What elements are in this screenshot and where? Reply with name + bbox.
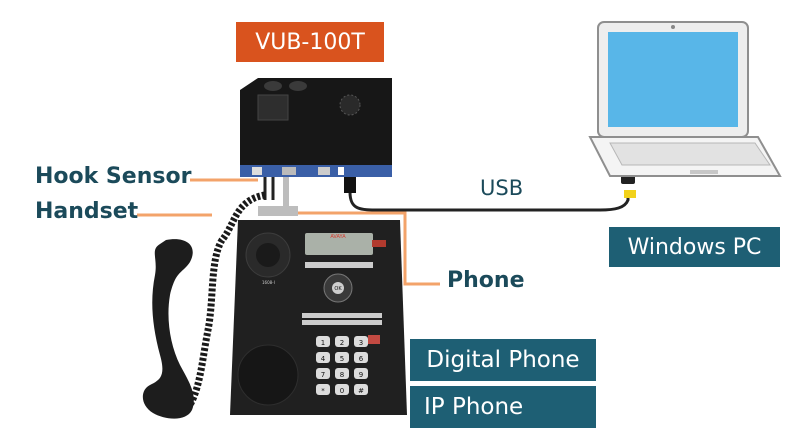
keypad-key-label: *: [321, 387, 325, 395]
phone-label: Phone: [447, 268, 524, 293]
keypad-key-label: 9: [359, 371, 363, 379]
device-cables: [258, 177, 356, 216]
keypad-key: 6: [354, 352, 368, 363]
phone-type-ip: IP Phone: [410, 386, 596, 428]
keypad-key: 9: [354, 368, 368, 379]
keypad-key-label: #: [358, 387, 364, 395]
keypad-key: 1: [316, 336, 330, 347]
usb-label: USB: [480, 176, 523, 200]
keypad-key: 4: [316, 352, 330, 363]
keypad-key: #: [354, 384, 368, 395]
keypad-key-label: 4: [321, 355, 326, 363]
keypad-key: 0: [335, 384, 349, 395]
keypad-key: 5: [335, 352, 349, 363]
keypad-key-label: 5: [340, 355, 344, 363]
vub-device: [240, 78, 392, 177]
phone-brand: AVAYA: [330, 234, 346, 240]
device-label-text: VUB-100T: [255, 30, 365, 55]
pc-label-text: Windows PC: [628, 235, 762, 260]
phone-type-ip-text: IP Phone: [424, 394, 523, 420]
keypad-key-label: 6: [359, 355, 364, 363]
keypad-key-label: 0: [340, 387, 344, 395]
keypad-key-label: 8: [340, 371, 344, 379]
keypad-key-label: 2: [340, 339, 344, 347]
hook-sensor-label: Hook Sensor: [35, 164, 191, 189]
desk-phone: AVAYA 1608-I OK 1 2 3 4 5 6 7 8 9 * 0 #: [230, 220, 407, 415]
pc-label: Windows PC: [609, 227, 780, 267]
keypad-key-label: 1: [321, 339, 325, 347]
phone-type-digital: Digital Phone: [410, 339, 596, 381]
keypad-key: 2: [335, 336, 349, 347]
keypad-key: 3: [354, 336, 368, 347]
keypad-key-label: 7: [321, 371, 325, 379]
phone-model: 1608-I: [262, 280, 275, 285]
handset-label: Handset: [35, 199, 138, 224]
keypad-key: 8: [335, 368, 349, 379]
nav-ok: OK: [334, 286, 342, 292]
keypad-key: 7: [316, 368, 330, 379]
phone-type-digital-text: Digital Phone: [426, 347, 579, 373]
keypad-key: *: [316, 384, 330, 395]
device-label: VUB-100T: [236, 22, 384, 62]
laptop-illustration: [590, 22, 780, 176]
handset-illustration: [143, 239, 194, 418]
keypad-key-label: 3: [359, 339, 363, 347]
